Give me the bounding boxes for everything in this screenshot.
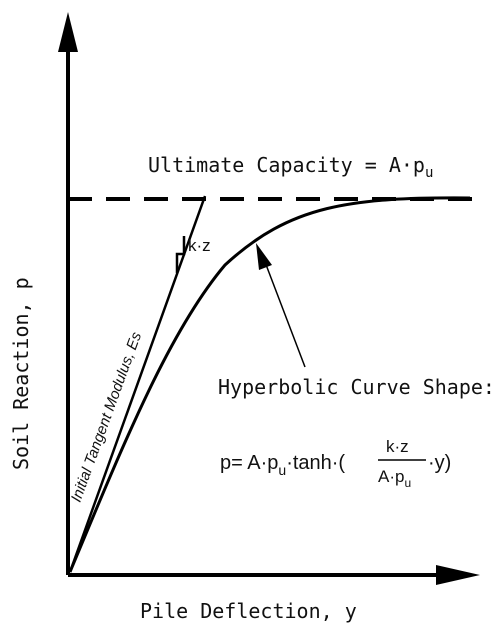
equation-denominator: A·pu xyxy=(378,467,411,490)
initial-tangent-line xyxy=(68,195,207,573)
hyperbolic-curve xyxy=(68,196,471,573)
kz-label: k·z xyxy=(188,236,211,255)
y-axis-label: Soil Reaction, p xyxy=(9,277,33,470)
hyperbolic-equation: p= A·pu·tanh·( k·z A·pu ·y) xyxy=(220,437,451,490)
equation-numerator: k·z xyxy=(386,437,409,456)
curve-pointer-line xyxy=(264,261,306,368)
y-axis-arrowhead xyxy=(58,12,78,52)
equation-tail: ·y) xyxy=(428,452,451,474)
x-axis-arrowhead xyxy=(436,565,480,585)
equation-lhs: p= A·pu·tanh·( xyxy=(220,452,345,478)
slope-step-marker xyxy=(175,236,186,273)
curve-shape-label: Hyperbolic Curve Shape: xyxy=(218,375,494,399)
tangent-modulus-label: Initial Tangent Modulus, Es xyxy=(68,329,146,504)
x-axis-label: Pile Deflection, y xyxy=(140,599,357,623)
ultimate-capacity-label: Ultimate Capacity = A·pu xyxy=(148,153,433,181)
curve-pointer-arrowhead xyxy=(256,243,272,270)
